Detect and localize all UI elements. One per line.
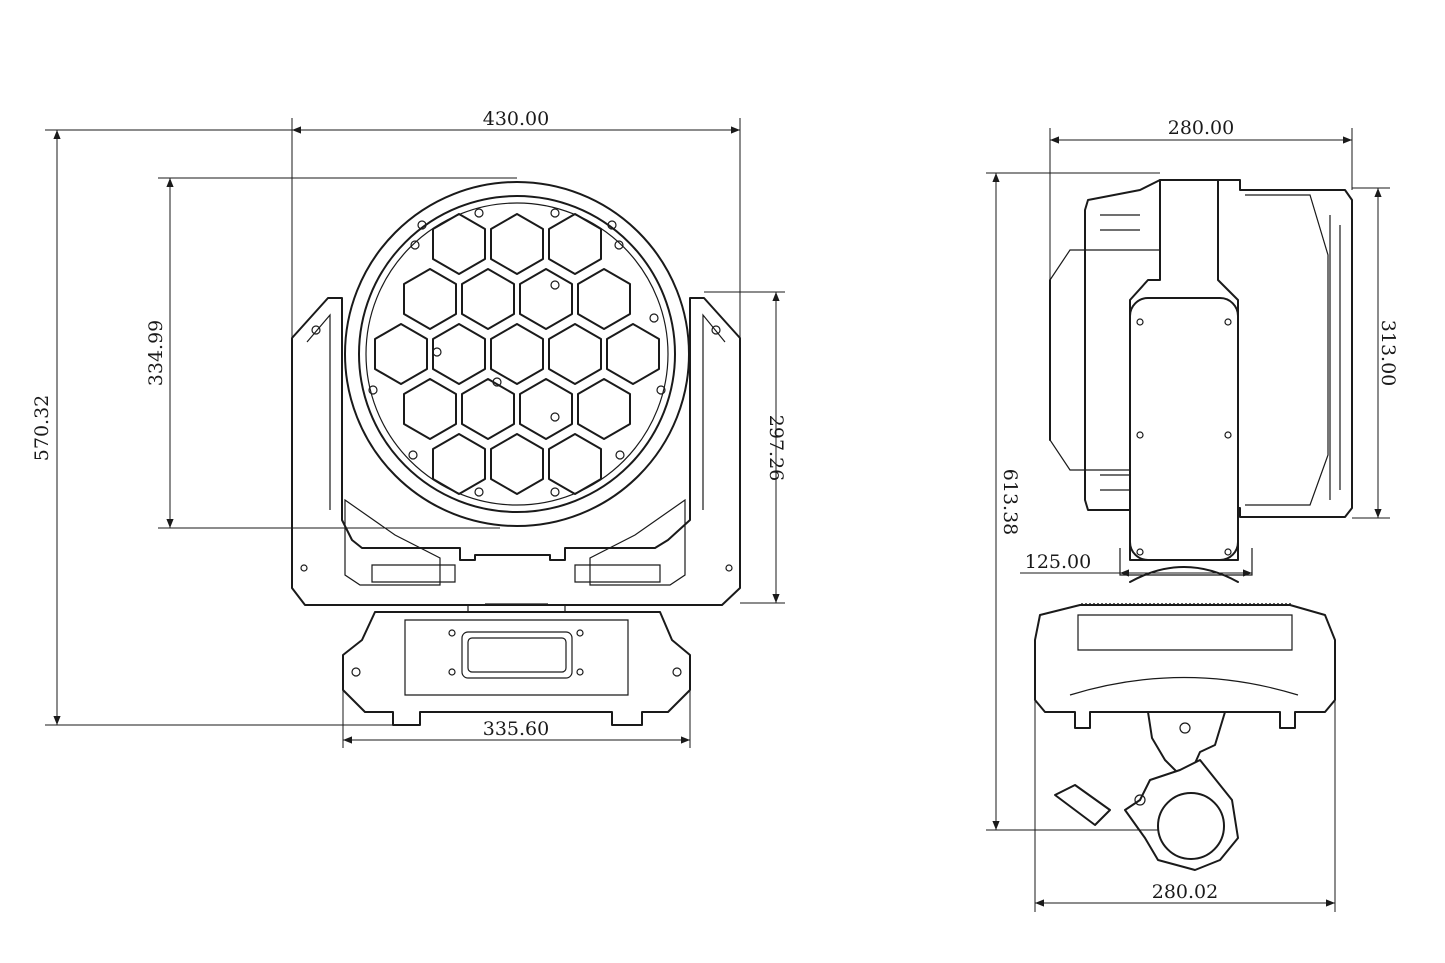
side-base: [1034, 604, 1336, 729]
lens-hex: [606, 323, 660, 385]
front-head-outer: [344, 181, 690, 527]
dim-front-width: 430.00: [483, 108, 549, 130]
dim-front-head-height: 334.99: [145, 320, 167, 386]
lens-hex: [519, 268, 573, 330]
screw-icon: [474, 487, 484, 497]
lens-hex: [374, 323, 428, 385]
side-view: [1034, 179, 1353, 871]
front-head-bezel: [358, 195, 676, 513]
lens-hex: [432, 323, 486, 385]
dim-front-total-height: 570.32: [31, 395, 53, 461]
screw-icon: [614, 240, 624, 250]
front-screws: [368, 208, 666, 497]
dim-side-base-width: 280.02: [1152, 881, 1218, 903]
screw-icon: [656, 385, 666, 395]
screw-icon: [492, 377, 502, 387]
lens-hex: [548, 213, 602, 275]
screw-icon: [550, 412, 560, 422]
lens-hex: [461, 268, 515, 330]
side-truss-pipe: [1157, 792, 1225, 860]
screw-icon: [550, 280, 560, 290]
screw-icon: [408, 450, 418, 460]
front-base: [342, 611, 691, 726]
screw-icon: [474, 208, 484, 218]
dim-front-base-width: 335.60: [483, 718, 549, 740]
screw-icon: [649, 313, 659, 323]
dim-side-total-height: 613.38: [999, 469, 1021, 535]
lens-hex: [432, 433, 486, 495]
lens-hex: [490, 433, 544, 495]
screw-icon: [410, 240, 420, 250]
screw-icon: [417, 220, 427, 230]
dimension-lines: [45, 118, 1390, 912]
lens-hex: [490, 213, 544, 275]
front-yoke: [291, 297, 741, 606]
lens-hex: [548, 433, 602, 495]
side-clamp: [1147, 711, 1226, 776]
dim-side-head-width: 280.00: [1168, 117, 1234, 139]
lens-hex: [577, 378, 631, 440]
lens-hex: [490, 323, 544, 385]
dim-front-yoke-height: 297.26: [765, 415, 787, 481]
lens-hex: [432, 213, 486, 275]
lens-hex: [577, 268, 631, 330]
front-view: [291, 181, 741, 726]
screw-icon: [607, 220, 617, 230]
screw-icon: [615, 450, 625, 460]
lens-hex: [403, 268, 457, 330]
lens-hex: [548, 323, 602, 385]
lens-hex: [461, 378, 515, 440]
screw-icon: [368, 385, 378, 395]
dim-side-head-height: 313.00: [1377, 320, 1399, 386]
screw-icon: [550, 487, 560, 497]
front-lens-array: [374, 213, 660, 495]
screw-icon: [550, 208, 560, 218]
dim-side-arm-width: 125.00: [1025, 551, 1091, 573]
lens-hex: [519, 378, 573, 440]
screw-icon: [432, 347, 442, 357]
lens-hex: [403, 378, 457, 440]
